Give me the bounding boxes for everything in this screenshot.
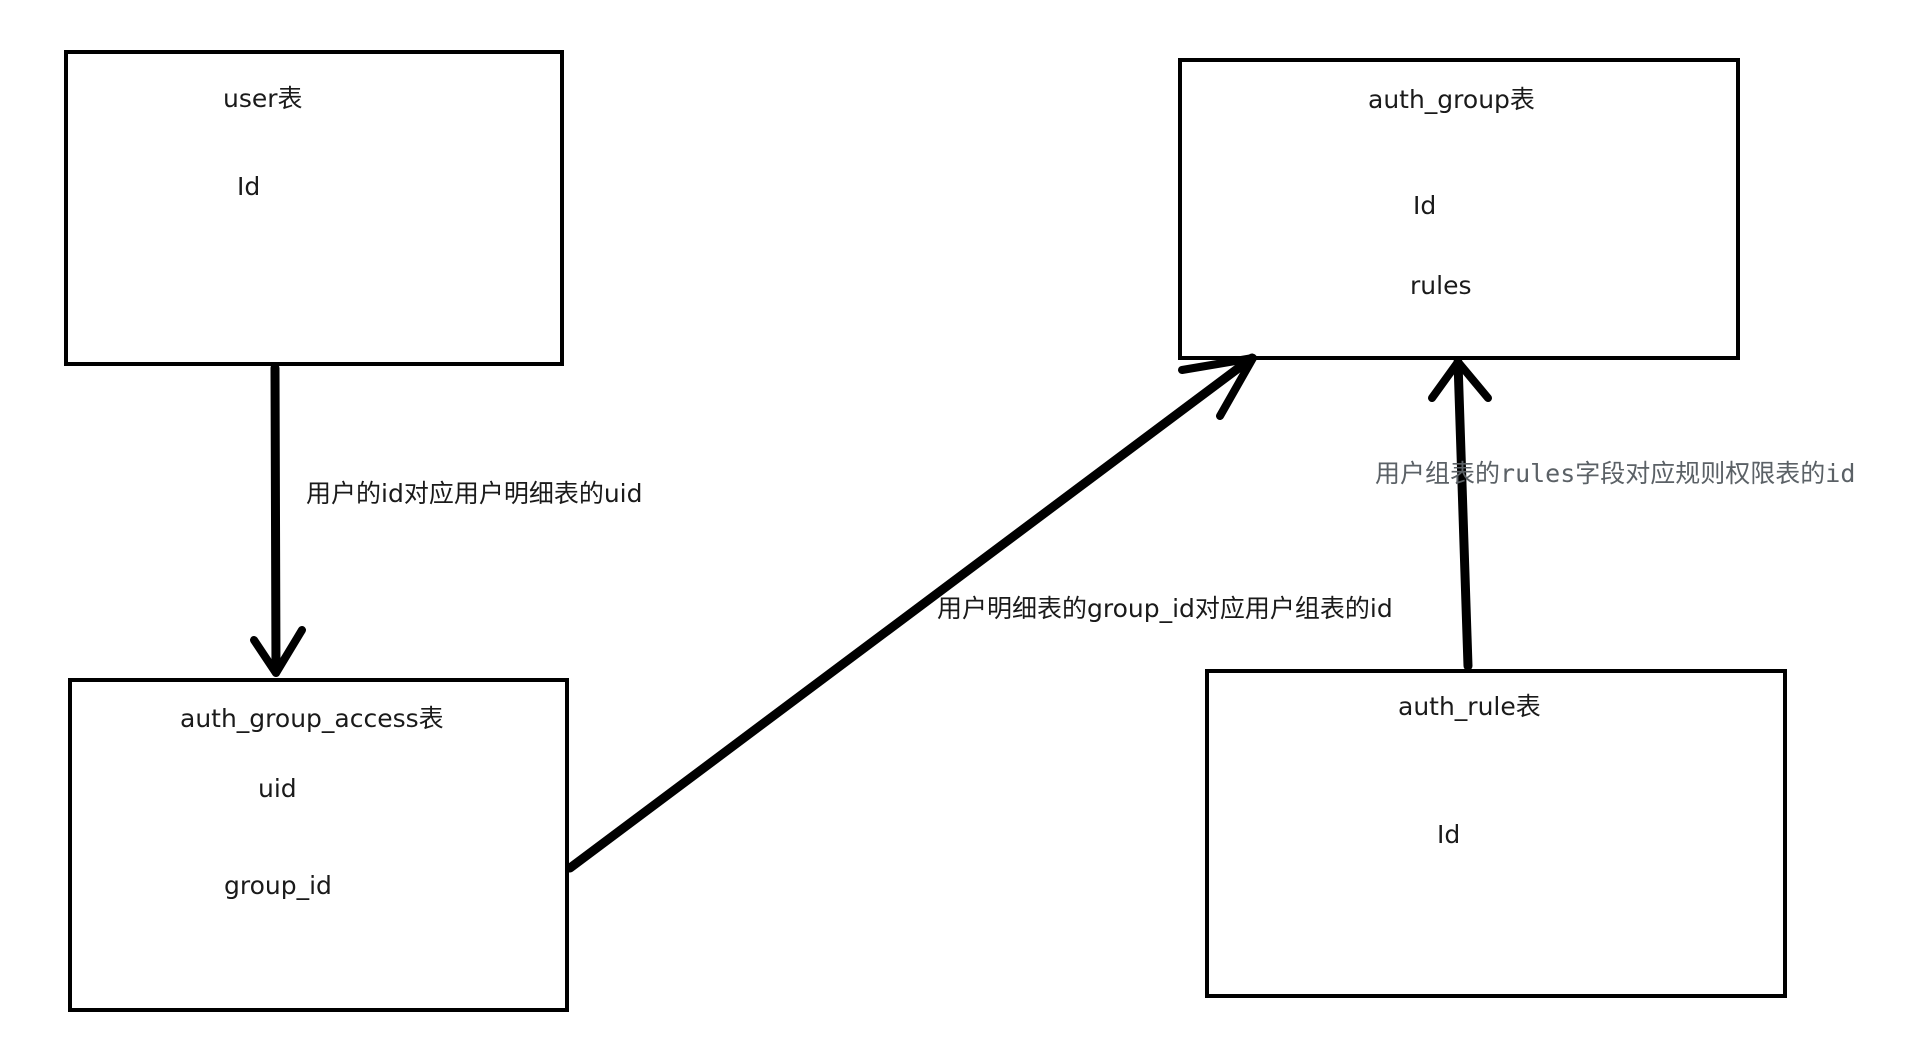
relation-label-rule-to-group-part1: 用户组表的 [1375,459,1501,488]
relation-label-rule-to-group-code1: rules [1500,459,1576,488]
auth-group-field-rules: rules [1410,271,1472,300]
arrow-rule-to-group [1453,357,1473,671]
relation-label-rule-to-group-code2: id [1825,459,1856,488]
auth-group-access-table-box [68,678,569,1012]
relation-label-access-to-group: 用户明细表的group_id对应用户组表的id [937,594,1393,623]
user-table-title: user表 [223,84,303,113]
auth-group-field-id: Id [1413,191,1437,220]
arrowhead-user-to-access [250,626,306,677]
auth-group-access-field-group-id: group_id [224,871,332,900]
relation-label-rule-to-group: 用户组表的rules字段对应规则权限表的id [1375,461,1855,486]
arrowhead-access-to-group [1178,354,1257,420]
auth-rule-table-box [1205,669,1787,998]
auth-rule-field-id: Id [1437,820,1461,849]
relation-label-user-to-access: 用户的id对应用户明细表的uid [306,479,643,508]
auth-group-access-table-title: auth_group_access表 [180,704,444,733]
auth-rule-table-title: auth_rule表 [1398,692,1541,721]
auth-group-table-title: auth_group表 [1368,85,1535,114]
auth-group-access-field-uid: uid [258,774,297,803]
relation-label-rule-to-group-part2: 字段对应规则权限表的 [1575,459,1826,488]
arrowhead-rule-to-group [1428,358,1492,402]
user-field-id: Id [237,172,261,201]
user-table-box [64,50,564,366]
arrow-access-to-group [565,353,1257,873]
arrow-user-to-access [270,363,281,677]
